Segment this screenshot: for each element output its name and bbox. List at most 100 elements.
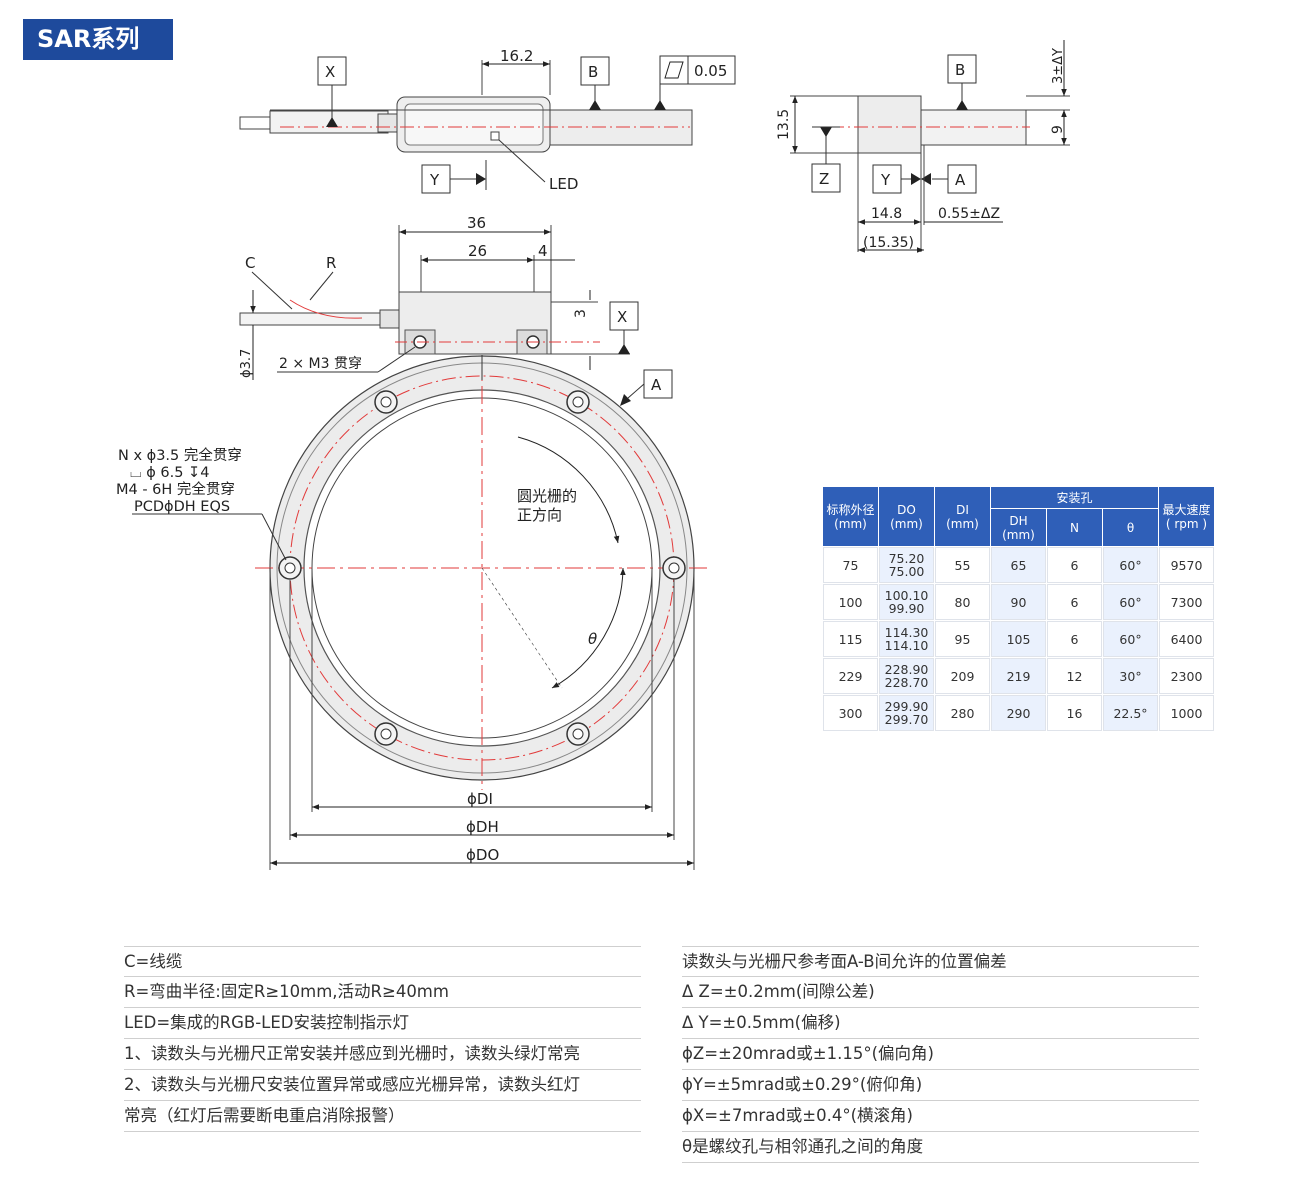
flatness-frame [659, 55, 736, 85]
side-view: 13.5 3±ΔY 9 B Z Y A 14.8 0.55±ΔZ (15.35) [776, 40, 1070, 253]
dim-26: 26 [468, 242, 487, 260]
cell-theta: 30° [1103, 658, 1158, 694]
ref-y-label: Y [429, 171, 440, 189]
cell-speed: 1000 [1159, 695, 1214, 731]
note-item: ϕY=±5mrad或±0.29°(俯仰角) [682, 1070, 1199, 1101]
cell-nominal: 115 [823, 621, 878, 657]
cell-nominal: 300 [823, 695, 878, 731]
dim-dh: ϕDH [466, 818, 499, 836]
cell-nominal: 100 [823, 584, 878, 620]
dim-3: 3 [573, 309, 589, 318]
header-theta: θ [1103, 509, 1158, 546]
dim-do: ϕDO [466, 846, 499, 864]
cell-di: 280 [935, 695, 990, 731]
label-r: R [326, 254, 336, 272]
header-dh: DH(mm) [991, 509, 1046, 546]
theta-label: θ [588, 630, 597, 648]
front-ref-x: X [617, 308, 627, 326]
header-do: DO(mm) [879, 487, 934, 546]
cell-speed: 2300 [1159, 658, 1214, 694]
cell-nominal: 229 [823, 658, 878, 694]
cell-dh: 90 [991, 584, 1046, 620]
cell-dh: 290 [991, 695, 1046, 731]
cable-end [239, 116, 271, 130]
note-item: R=弯曲半径:固定R≥10mm,活动R≥40mm [124, 977, 641, 1008]
note-item: 常亮（红灯后需要断电重启消除报警） [124, 1101, 641, 1132]
side-ref-a: A [955, 171, 966, 189]
note-item: 2、读数头与光栅尺安装位置异常或感应光栅异常，读数头红灯 [124, 1070, 641, 1101]
direction-label-2: 正方向 [517, 506, 562, 524]
cell-theta: 60° [1103, 584, 1158, 620]
front-view: 36 26 4 3 X C R ϕ3.7 2 × M3 贯穿 [116, 214, 710, 870]
note-item: Δ Y=±0.5mm(偏移) [682, 1008, 1199, 1039]
cell-dh: 219 [991, 658, 1046, 694]
header-n: N [1047, 509, 1102, 546]
note-item: 1、读数头与光栅尺正常安装并感应到光栅时，读数头绿灯常亮 [124, 1039, 641, 1070]
label-c: C [245, 254, 255, 272]
note-item: Δ Z=±0.2mm(间隙公差) [682, 977, 1199, 1008]
notes-right: 读数头与光栅尺参考面A-B间允许的位置偏差 Δ Z=±0.2mm(间隙公差) Δ… [682, 946, 1199, 1163]
cell-di: 80 [935, 584, 990, 620]
note-item: ϕZ=±20mrad或±1.15°(偏向角) [682, 1039, 1199, 1070]
cable-front [239, 312, 381, 326]
note-item: LED=集成的RGB-LED安装控制指示灯 [124, 1008, 641, 1039]
led-label: LED [549, 175, 578, 193]
cell-di: 95 [935, 621, 990, 657]
dim-15-35: (15.35) [863, 235, 914, 251]
cell-n: 6 [1047, 547, 1102, 583]
direction-arrow [517, 436, 620, 544]
note-item: ϕX=±7mrad或±0.4°(横滚角) [682, 1101, 1199, 1132]
theta-arc [551, 567, 626, 689]
cell-dh: 65 [991, 547, 1046, 583]
cable-gland [377, 113, 399, 133]
cell-speed: 6400 [1159, 621, 1214, 657]
hole-note-4: PCDϕDH EQS [134, 499, 230, 515]
cell-speed: 7300 [1159, 584, 1214, 620]
front-ref-a: A [651, 376, 662, 394]
header-nominal: 标称外径(mm) [823, 487, 878, 546]
cell-theta: 60° [1103, 547, 1158, 583]
series-title: SAR系列 [23, 19, 173, 60]
cell-speed: 9570 [1159, 547, 1214, 583]
cell-di: 209 [935, 658, 990, 694]
cell-di: 55 [935, 547, 990, 583]
hole-note-3: M4 - 6H 完全贯穿 [116, 480, 235, 498]
dim-delta-y: 3±ΔY [1051, 48, 1066, 84]
side-ref-y: Y [880, 171, 891, 189]
flatness-icon [664, 61, 684, 79]
ref-x-label: X [325, 63, 335, 81]
dim-36: 36 [467, 214, 486, 232]
cell-n: 6 [1047, 621, 1102, 657]
m3-screw-note: 2 × M3 贯穿 [279, 356, 362, 372]
cell-theta: 60° [1103, 621, 1158, 657]
hole-note-2: ⌴ ϕ 6.5 ↧4 [130, 465, 209, 481]
dim-13-5: 13.5 [776, 109, 792, 140]
note-item: 读数头与光栅尺参考面A-B间允许的位置偏差 [682, 946, 1199, 977]
dim-dia-3-7: ϕ3.7 [239, 349, 254, 378]
dim-16-2: 16.2 [500, 47, 533, 65]
header-max-speed: 最大速度( rpm ) [1159, 487, 1214, 546]
dim-delta-z: 0.55±ΔZ [938, 206, 1000, 222]
dim-4: 4 [538, 242, 548, 260]
note-item: θ是螺纹孔与相邻通孔之间的角度 [682, 1132, 1199, 1163]
dim-di: ϕDI [467, 790, 493, 808]
flatness-value: 0.05 [694, 62, 727, 80]
cell-n: 6 [1047, 584, 1102, 620]
cell-nominal: 75 [823, 547, 878, 583]
cell-theta: 22.5° [1103, 695, 1158, 731]
dim-14-8: 14.8 [871, 206, 902, 222]
readhead-side [857, 95, 922, 154]
cell-dh: 105 [991, 621, 1046, 657]
direction-label-1: 圆光栅的 [517, 487, 577, 505]
note-item: C=线缆 [124, 946, 641, 977]
cell-n: 16 [1047, 695, 1102, 731]
